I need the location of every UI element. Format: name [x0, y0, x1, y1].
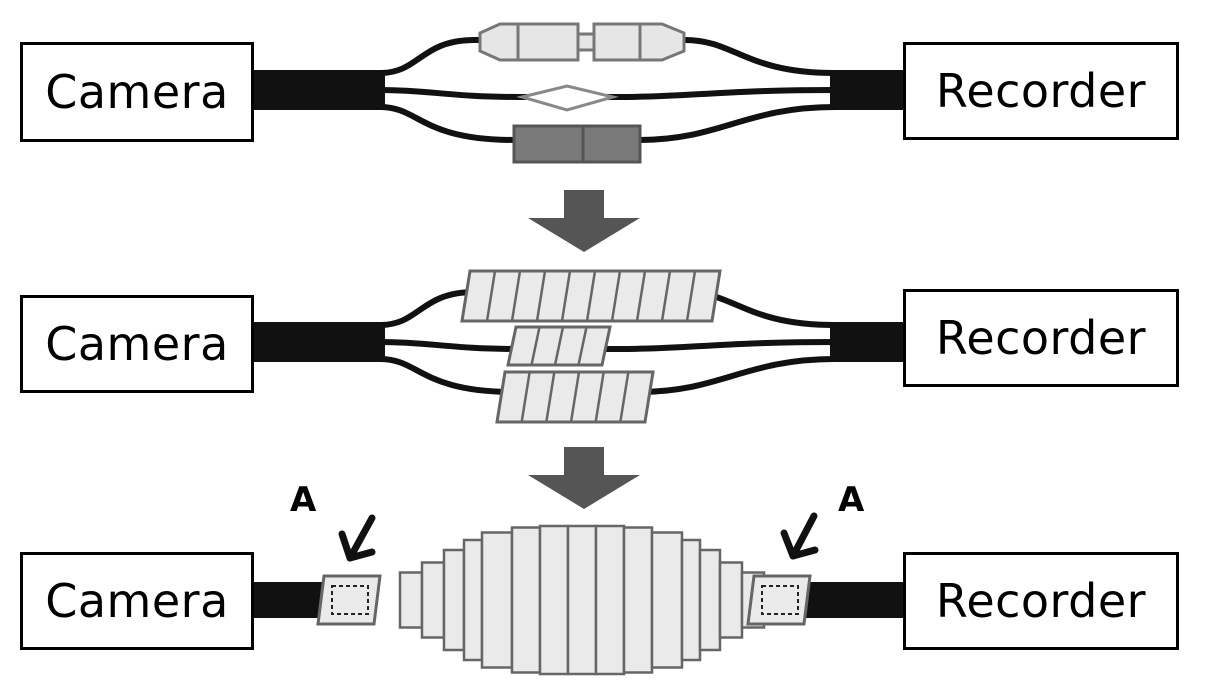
marker-region [331, 585, 369, 615]
camera-label: Camera [45, 317, 229, 371]
recorder-label: Recorder [935, 574, 1147, 628]
bundle-strip [650, 531, 684, 669]
tape-wrap [495, 370, 655, 424]
connector-bottom [512, 124, 642, 164]
taped-bundle [316, 524, 812, 676]
tape-segment-line [577, 326, 588, 366]
tape-segment-line [535, 270, 547, 322]
camera-cable [250, 322, 385, 362]
recorder-cable [800, 582, 908, 618]
bundle-strip [718, 561, 744, 639]
tape-segment-line [569, 371, 581, 423]
tape-segment-line [530, 326, 541, 366]
tape-segment-line [485, 270, 497, 322]
tape-segment-line [685, 270, 697, 322]
camera-label: Camera [45, 574, 229, 628]
step-1-connect [250, 22, 908, 164]
taped-connections [460, 269, 722, 424]
bundle-strip [398, 571, 424, 629]
marker-arrow-left [338, 514, 376, 562]
recorder-cable [830, 70, 908, 110]
recorder-cable [830, 322, 908, 362]
step-arrow-1 [528, 190, 640, 252]
bundle-strip [480, 531, 514, 669]
step-arrow-2 [528, 447, 640, 509]
tape-segment-line [545, 371, 556, 423]
recorder-box: Recorder [903, 552, 1179, 650]
tape-segment-line [560, 270, 572, 322]
camera-box: Camera [20, 42, 254, 142]
recorder-label: Recorder [935, 311, 1147, 365]
tape-wrap [460, 269, 722, 323]
bundle-strip [442, 548, 466, 652]
camera-cable [250, 70, 385, 110]
recorder-box: Recorder [903, 289, 1179, 387]
bundle-strip [566, 524, 598, 676]
marker-label-right: A [838, 480, 865, 520]
tape-segment-line [585, 270, 597, 322]
bundle-strip [594, 524, 626, 676]
bundle-strip [420, 561, 446, 639]
camera-box: Camera [20, 295, 254, 393]
marker-arrow-right [780, 512, 819, 560]
step-2-wrap-each [250, 269, 908, 424]
bundle-strip [538, 524, 570, 676]
recorder-box: Recorder [903, 42, 1179, 140]
end-cap-tape [316, 574, 382, 626]
tape-segment-line [619, 371, 630, 423]
marker-label-left: A [290, 480, 317, 520]
tape-segment-line [610, 270, 622, 322]
bundle-strip [510, 526, 542, 674]
camera-label: Camera [45, 65, 229, 119]
tape-segment-line [660, 270, 672, 322]
tape-segment-line [594, 371, 605, 423]
marker-region [761, 585, 799, 615]
recorder-label: Recorder [935, 64, 1147, 118]
end-cap-tape [746, 574, 812, 626]
tape-wrap [506, 325, 612, 367]
bundle-strip [462, 538, 484, 662]
connector-middle [516, 84, 619, 112]
tape-segment-line [635, 270, 647, 322]
connector-top [478, 22, 686, 62]
bundle-strip [622, 526, 654, 674]
tape-segment-line [553, 326, 565, 366]
bundle-strip [698, 548, 722, 652]
tape-segment-line [520, 371, 531, 423]
bundle-strip [680, 538, 702, 662]
camera-box: Camera [20, 552, 254, 650]
step-3-wrap-all [250, 512, 908, 676]
tape-segment-line [510, 270, 522, 322]
